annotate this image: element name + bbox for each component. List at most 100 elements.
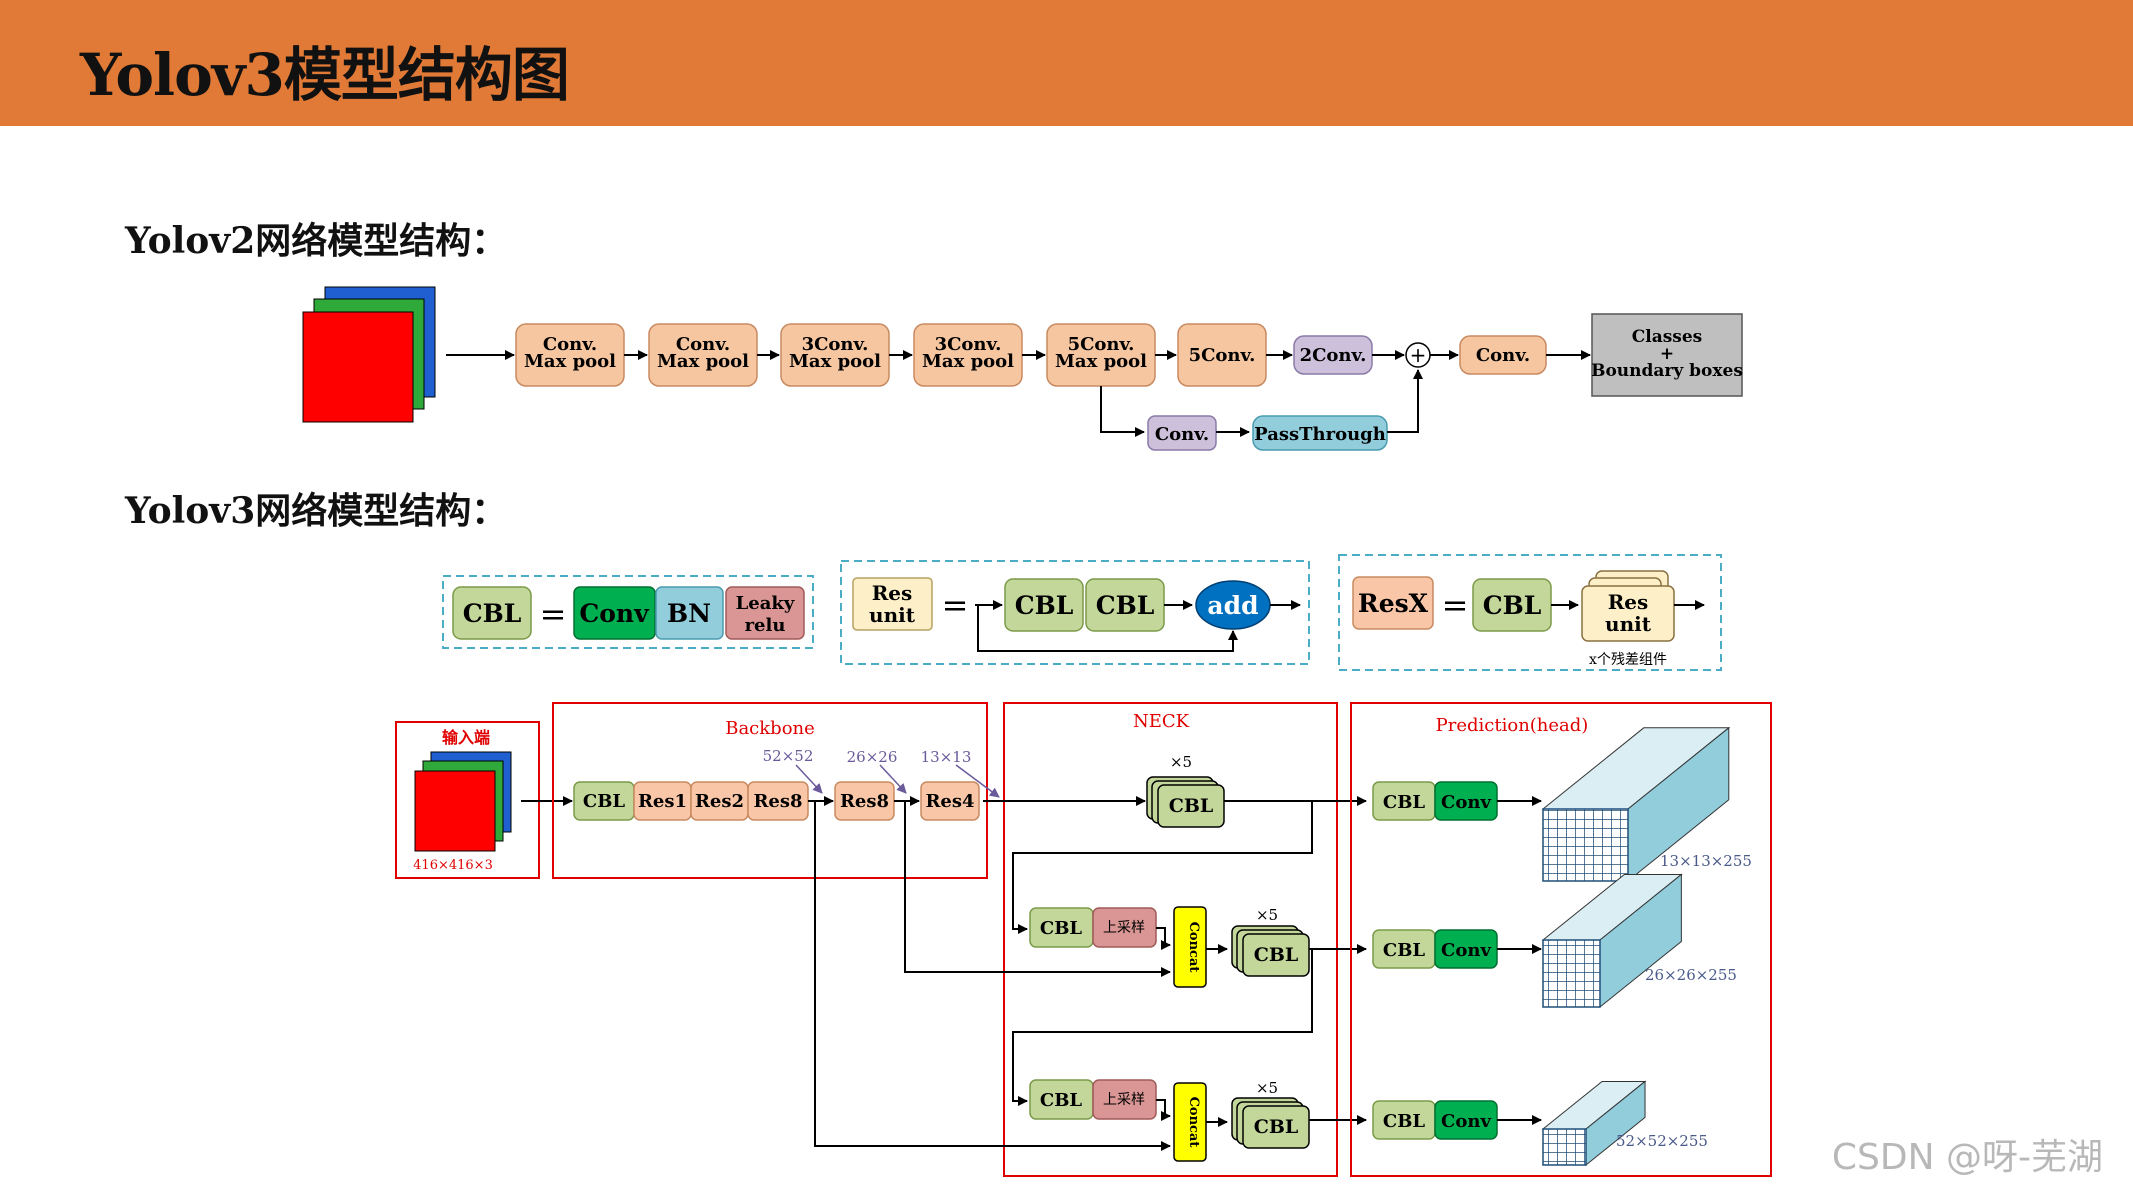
head-conv-2-label: Conv — [1441, 1111, 1491, 1132]
legend-bn-label: BN — [667, 599, 711, 628]
legend-add-label: add — [1207, 591, 1258, 620]
legend-res-unit-line1: Res — [872, 581, 913, 605]
scale-label-26: 26×26 — [847, 748, 898, 766]
upsample-mid-label: 上采样 — [1103, 920, 1145, 936]
output-size-0: 13×13×255 — [1660, 852, 1752, 870]
concat-bot-label: Concat — [1186, 1097, 1201, 1148]
output-label-line2: + — [1660, 344, 1674, 364]
concat-mid — [1173, 906, 1207, 988]
legend-conv-label: Conv — [579, 599, 650, 628]
neck-cbl-stack-mid — [1242, 933, 1310, 977]
input-size: 416×416×3 — [413, 858, 493, 873]
times5-top: ×5 — [1170, 753, 1192, 771]
legend-res-unit-line2: unit — [869, 603, 916, 627]
legend-res-unit-block — [852, 577, 933, 631]
res-unit-legend-frame — [840, 560, 1310, 665]
v2-block-2-line1: 3Conv. — [802, 334, 869, 355]
legend-cbl-label: CBL — [463, 599, 522, 628]
backbone-title: Backbone — [725, 718, 815, 739]
backbone-frame — [552, 702, 988, 879]
legend-equals-3: = — [1442, 586, 1469, 624]
cbl-legend-frame — [442, 575, 814, 649]
v2-block-1-line2: Max pool — [657, 351, 749, 372]
v2-block-4-line2: Max pool — [1055, 351, 1147, 372]
concat-mid-label: Concat — [1186, 922, 1201, 973]
v2-block-3-line1: 3Conv. — [935, 334, 1002, 355]
legend-resx-label: ResX — [1358, 589, 1429, 618]
backbone-block-2-label: Res2 — [695, 791, 744, 812]
page-title: Yolov3模型结构图 — [80, 41, 570, 109]
neck-cbl-bot-stack-label: CBL — [1254, 1116, 1299, 1138]
v2-block-0-line2: Max pool — [524, 351, 616, 372]
yolov3-section-title: Yolov3网络模型结构： — [125, 490, 508, 532]
neck-frame — [1003, 702, 1338, 1177]
res-unit-stack-line2: unit — [1605, 612, 1652, 636]
neck-cbl-stack-bot — [1242, 1105, 1310, 1149]
legend-resx-block — [1352, 576, 1434, 630]
head-conv-1-label: Conv — [1441, 940, 1491, 961]
resx-legend-frame — [1338, 554, 1722, 671]
legend-leaky-line1: Leaky — [736, 593, 795, 614]
v3-input-channel-red — [414, 770, 496, 852]
res-unit-cbl-1 — [1004, 578, 1084, 632]
output-size-1: 26×26×255 — [1645, 966, 1737, 984]
v2-block-4-line1: 5Conv. — [1068, 334, 1135, 355]
output-label-line1: Classes — [1632, 327, 1703, 347]
yolov3-legend: CBL = Conv BN Leaky relu Res unit = CBL … — [442, 554, 1722, 671]
yolov2-section-title: Yolov2网络模型结构： — [125, 220, 508, 262]
plus-sign: + — [1410, 343, 1427, 367]
output-label-line3: Boundary boxes — [1591, 361, 1743, 381]
resx-cbl-label: CBL — [1483, 591, 1542, 620]
res-unit-cbl-1-label: CBL — [1015, 591, 1074, 620]
backbone-block-4-label: Res8 — [840, 791, 889, 812]
res-unit-cbl-2-label: CBL — [1096, 591, 1155, 620]
neck-cbl-mid-label: CBL — [1040, 918, 1083, 939]
neck-cbl-top-label: CBL — [1169, 795, 1214, 817]
yolov3-diagram: 输入端 416×416×3 Backbone CBL Res1 Res2 Res8 Re… — [395, 702, 1772, 1177]
neck-title: NECK — [1133, 711, 1190, 732]
input-channel-red — [302, 311, 414, 423]
neck-cbl-mid-stack-label: CBL — [1254, 944, 1299, 966]
output-cube-0-front — [1542, 808, 1629, 882]
input-title: 输入端 — [442, 728, 490, 747]
legend-equals-1: = — [540, 595, 567, 633]
scale-label-13: 13×13 — [921, 748, 972, 766]
v2-block-1-line1: Conv. — [676, 334, 730, 355]
add-circle-icon — [1405, 342, 1431, 368]
neck-cbl-stack-top — [1157, 784, 1225, 828]
v2-block-2-line2: Max pool — [789, 351, 881, 372]
v2-block-0-line1: Conv. — [543, 334, 597, 355]
v2-block-6-label: 2Conv. — [1300, 345, 1367, 366]
head-cbl-0-label: CBL — [1383, 792, 1426, 813]
head-frame — [1350, 702, 1772, 1177]
backbone-block-5 — [920, 781, 980, 821]
head-conv-0-label: Conv — [1441, 792, 1491, 813]
head-cbl-2-label: CBL — [1383, 1111, 1426, 1132]
legend-cbl-block — [452, 586, 532, 640]
v2-block-3-line2: Max pool — [922, 351, 1014, 372]
legend-leaky-line2: relu — [745, 615, 786, 636]
output-cube-2-front — [1542, 1128, 1587, 1166]
upsample-bot-label: 上采样 — [1103, 1092, 1145, 1108]
backbone-block-3-label: Res8 — [753, 791, 802, 812]
backbone-block-0-label: CBL — [583, 791, 626, 812]
resx-note: x个残差组件 — [1589, 652, 1667, 668]
backbone-block-5-label: Res4 — [925, 791, 974, 812]
legend-leaky-block — [725, 586, 805, 640]
res-unit-stack-front — [1581, 585, 1675, 642]
legend-conv-block — [573, 586, 656, 640]
output-cube-1-front — [1542, 939, 1601, 1008]
head-cbl-1-label: CBL — [1383, 940, 1426, 961]
csdn-watermark: CSDN @呀-芜湖 — [1831, 1137, 2103, 1178]
title-bar — [0, 0, 2133, 126]
scale-label-52: 52×52 — [763, 747, 814, 765]
v2-block-7-label: Conv. — [1476, 345, 1530, 366]
v2-block-5-label: 5Conv. — [1189, 345, 1256, 366]
classes-boxes-output — [1591, 313, 1743, 397]
passthrough-label: PassThrough — [1254, 424, 1386, 445]
legend-bn-block — [655, 586, 724, 640]
res-unit-stack-line1: Res — [1608, 590, 1649, 614]
backbone-block-1-label: Res1 — [638, 791, 687, 812]
